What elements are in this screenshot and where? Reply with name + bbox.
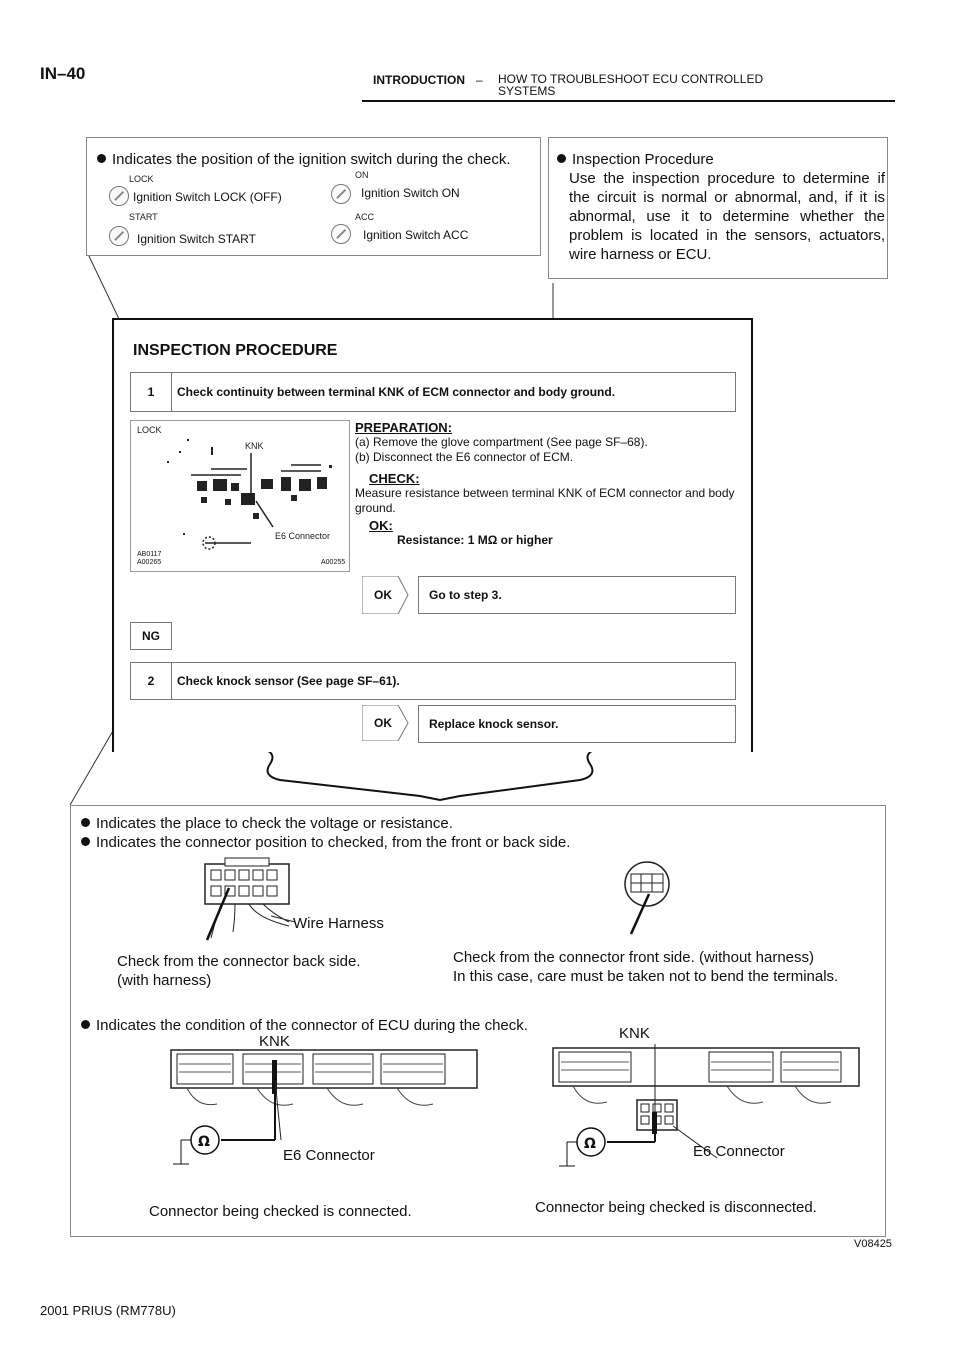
disconnected-caption: Connector being checked is disconnected. [535, 1199, 817, 1216]
step-1-text: Check continuity between terminal KNK of… [177, 385, 616, 399]
switch-acc-icon [331, 224, 351, 244]
lock-tag: LOCK [129, 174, 154, 184]
ecu-disconnected-diagram: Ω [552, 1044, 860, 1167]
ok-label: OK: [369, 518, 393, 533]
knk-left-label: KNK [259, 1033, 290, 1050]
bullet-icon [557, 154, 566, 163]
diagram-code-2: A00265 [137, 559, 162, 566]
wire-harness-leader [271, 915, 296, 923]
svg-text:Ω: Ω [198, 1134, 210, 1150]
result-1-text: Go to step 3. [429, 588, 502, 602]
legend-line-2: Indicates the connector position to chec… [81, 833, 570, 852]
preparation-label: PREPARATION: [355, 420, 453, 435]
lock-label: Ignition Switch LOCK (OFF) [133, 190, 282, 204]
diagram-code-3: A00255 [321, 559, 346, 566]
section-title: HOW TO TROUBLESHOOT ECU CONTROLLED SYSTE… [498, 73, 798, 97]
step-2-text: Check knock sensor (See page SF–61). [177, 674, 400, 688]
ok-value: Resistance: 1 MΩ or higher [397, 533, 553, 547]
switch-lock-icon [109, 186, 129, 206]
step-1-row: 1 Check continuity between terminal KNK … [130, 372, 736, 412]
back-side-line-1: Check from the connector back side. [117, 953, 361, 970]
inspection-heading: Inspection Procedure [557, 150, 714, 169]
e6-left-label: E6 Connector [283, 1147, 375, 1164]
svg-text:Ω: Ω [584, 1136, 596, 1152]
figure-code: V08425 [854, 1238, 892, 1250]
legend-line-1: Indicates the place to check the voltage… [81, 814, 453, 833]
legend-line-3: Indicates the condition of the connector… [81, 1016, 528, 1035]
diagram-lock-label: LOCK [137, 425, 162, 435]
diagram-codes: AB0117 A00265 [137, 551, 161, 567]
section-name: INTRODUCTION [373, 73, 465, 87]
result-2-box: Replace knock sensor. [418, 705, 736, 743]
check-label: CHECK: [369, 471, 420, 486]
ecm-connector-diagram: LOCK KNK E6 Connector AB0117 A00265 A002… [130, 420, 350, 572]
switch-start-icon [109, 226, 129, 246]
start-label: Ignition Switch START [137, 232, 256, 246]
ecu-connected-diagram: Ω [170, 1049, 478, 1165]
page-code: IN–40 [40, 64, 86, 83]
connector-legend-box: Indicates the place to check the voltage… [70, 805, 886, 1237]
ok-arrow-2 [362, 705, 409, 741]
header-rule [362, 100, 895, 102]
acc-tag: ACC [355, 212, 375, 222]
header-dash: – [476, 73, 483, 87]
inspection-body: Use the inspection procedure to determin… [569, 170, 885, 263]
footer: 2001 PRIUS (RM778U) [40, 1303, 176, 1318]
step-2-row: 2 Check knock sensor (See page SF–61). [130, 662, 736, 700]
bullet-icon [97, 154, 106, 163]
prep-step-a: (a) Remove the glove compartment (See pa… [355, 435, 648, 449]
step-1-number: 1 [131, 373, 172, 411]
on-tag: ON [355, 170, 369, 180]
back-side-caption: Check from the connector back side. (wit… [117, 952, 360, 990]
acc-label: Ignition Switch ACC [363, 228, 469, 242]
start-tag: START [129, 212, 158, 222]
e6-right-label: E6 Connector [693, 1143, 785, 1160]
on-label: Ignition Switch ON [361, 186, 460, 200]
section-title-line2: SYSTEMS [498, 84, 556, 98]
knk-right-label: KNK [619, 1025, 650, 1042]
diagram-e6-label: E6 Connector [275, 531, 331, 541]
diagram-knk-label: KNK [245, 441, 264, 451]
dashboard-sketch [167, 439, 332, 550]
result-1-tag: OK [374, 588, 392, 602]
bullet-icon [81, 818, 90, 827]
step-2-number: 2 [131, 663, 172, 699]
section-title-line1: HOW TO TROUBLESHOOT ECU CONTROLLED [498, 72, 764, 86]
result-2-tag: OK [374, 716, 392, 730]
back-side-line-2: (with harness) [117, 972, 212, 989]
prep-step-b: (b) Disconnect the E6 connector of ECM. [355, 450, 574, 464]
ok-arrow-1 [362, 576, 409, 614]
bullet-icon [81, 837, 90, 846]
diagram-code-1: AB0117 [137, 551, 162, 558]
result-2-text: Replace knock sensor. [429, 717, 559, 731]
result-1-box: Go to step 3. [418, 576, 736, 614]
connected-caption: Connector being checked is connected. [149, 1203, 412, 1220]
ng-tag: NG [130, 622, 172, 650]
ignition-heading: Indicates the position of the ignition s… [97, 150, 511, 169]
bullet-icon [81, 1020, 90, 1029]
inspection-legend-box: Inspection Procedure Use the inspection … [548, 137, 888, 279]
front-side-caption: Check from the connector front side. (wi… [453, 948, 838, 986]
back-side-connector-icon [204, 857, 290, 941]
procedure-title: INSPECTION PROCEDURE [133, 342, 338, 359]
wire-harness-label: Wire Harness [293, 915, 384, 932]
check-text: Measure resistance between terminal KNK … [355, 486, 735, 515]
front-side-line-2: In this case, care must be taken not to … [453, 968, 839, 985]
front-side-line-1: Check from the connector front side. (wi… [453, 949, 814, 966]
procedure-instructions: PREPARATION: (a) Remove the glove compar… [355, 420, 735, 548]
ignition-legend-box: Indicates the position of the ignition s… [86, 137, 541, 256]
front-side-connector-icon [624, 861, 670, 935]
switch-on-icon [331, 184, 351, 204]
